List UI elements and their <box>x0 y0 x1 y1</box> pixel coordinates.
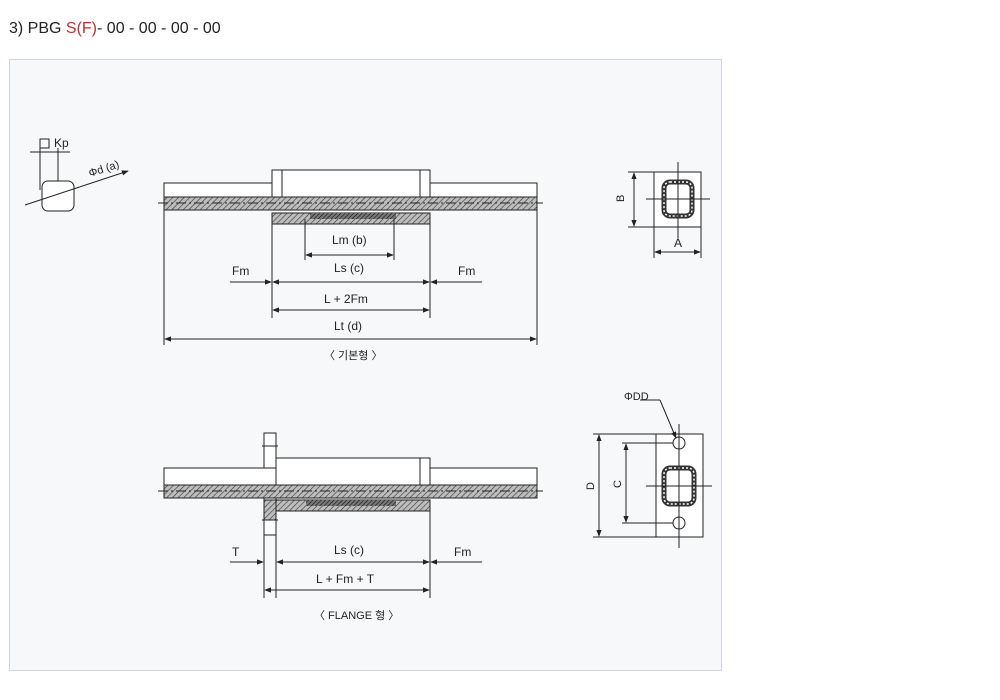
lm-label: Lm (b) <box>332 233 367 247</box>
flange-ls-label: Ls (c) <box>334 543 364 557</box>
flange-caption: 〈 FLANGE 형 〉 <box>314 609 399 622</box>
flange-end-view <box>593 399 712 548</box>
ls-label: Ls (c) <box>334 261 364 275</box>
d-label: D <box>585 482 597 490</box>
technical-drawing: Kp Φd (a) Lm (b) Ls (c) Fm Fm L + 2Fm L <box>24 136 712 622</box>
kp-section-detail <box>24 138 129 212</box>
c-label: C <box>612 480 624 488</box>
model-prefix: 3) PBG <box>9 20 66 37</box>
model-suffix: - 00 - 00 - 00 - 00 <box>97 20 221 37</box>
flange-type-view <box>158 432 543 598</box>
dd-label: ΦDD <box>624 391 649 403</box>
model-code-heading: 3) PBG S(F)- 00 - 00 - 00 - 00 <box>9 20 221 38</box>
fm-right-label: Fm <box>458 264 475 278</box>
t-label: T <box>232 545 240 559</box>
b-label: B <box>615 195 627 202</box>
basic-type-view: Kp Φd (a) <box>24 136 543 345</box>
basic-end-view <box>628 162 710 258</box>
fm-left-label: Fm <box>232 264 249 278</box>
l-fm-t-label: L + Fm + T <box>316 572 375 586</box>
basic-caption: 〈 기본형 〉 <box>324 349 382 362</box>
drawing-panel: Kp Φd (a) Lm (b) Ls (c) Fm Fm L + 2Fm L <box>9 59 722 671</box>
flange-fm-label: Fm <box>454 545 471 559</box>
lt-label: Lt (d) <box>334 319 362 333</box>
l-2fm-label: L + 2Fm <box>324 292 368 306</box>
phi-d-label: Φd (a) <box>87 159 121 180</box>
model-highlight: S(F) <box>65 20 98 37</box>
kp-label: Kp <box>54 136 69 150</box>
a-label: A <box>674 236 682 250</box>
